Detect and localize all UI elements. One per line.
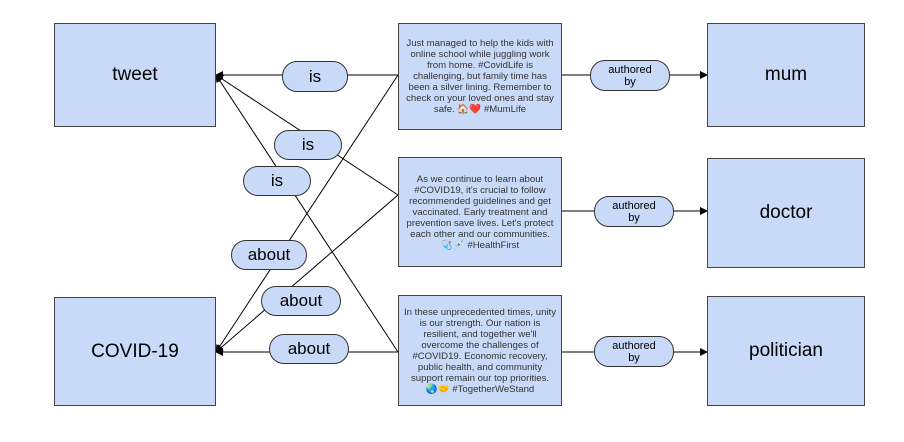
node-tweet-label: tweet — [112, 64, 158, 85]
edge-label-about-1: about — [231, 240, 307, 270]
edge-label-about-3: about — [269, 334, 349, 364]
edge-label-authored-by-doctor: authored by — [594, 196, 674, 227]
node-mum: mum — [707, 23, 865, 127]
edge-label-is-1: is — [282, 61, 348, 92]
tweet-text-mum: Just managed to help the kids with onlin… — [406, 38, 554, 115]
node-politician: politician — [707, 296, 865, 406]
node-tweet: tweet — [54, 23, 216, 127]
node-doctor: doctor — [707, 158, 865, 268]
node-mum-label: mum — [764, 64, 808, 85]
tweet-node-doctor: As we continue to learn about #COVID19, … — [398, 157, 562, 267]
edge-label-authored-by-politician: authored by — [594, 336, 674, 367]
node-politician-label: politician — [749, 340, 823, 361]
edge-tweet2-about-covid — [215, 194, 399, 353]
node-covid-19: COVID-19 — [54, 297, 216, 406]
edge-label-about-2: about — [261, 286, 341, 316]
edge-label-is-3: is — [243, 166, 311, 196]
tweet-text-doctor: As we continue to learn about #COVID19, … — [406, 173, 554, 251]
tweet-node-politician: In these unprecedented times, unity is o… — [398, 295, 562, 406]
node-doctor-label: doctor — [759, 202, 813, 223]
edge-label-is-2: is — [274, 130, 342, 160]
node-covid-19-label: COVID-19 — [91, 340, 179, 362]
edge-tweet1-about-covid — [215, 74, 399, 353]
tweet-text-politician: In these unprecedented times, unity is o… — [404, 306, 556, 395]
tweet-node-mum: Just managed to help the kids with onlin… — [398, 23, 562, 130]
edge-label-authored-by-mum: authored by — [590, 60, 670, 91]
